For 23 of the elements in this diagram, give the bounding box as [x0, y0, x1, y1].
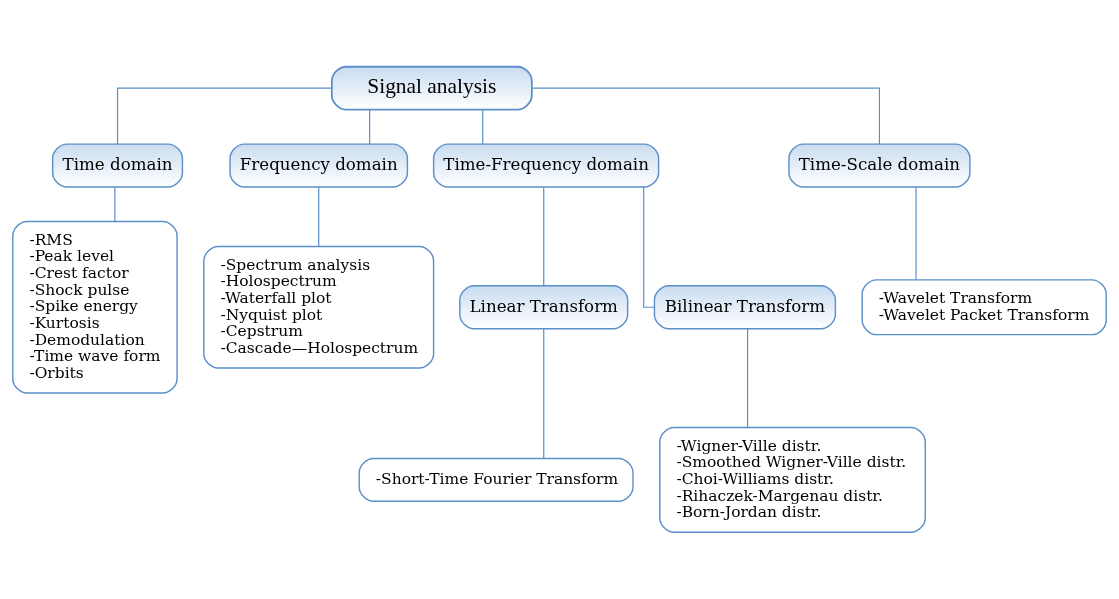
connector — [915, 186, 917, 281]
connector — [747, 328, 749, 428]
connector — [318, 186, 320, 247]
node-box: -Short-Time Fourier Transform — [358, 457, 634, 502]
node-box: Frequency domain — [229, 143, 409, 188]
node-box: -Wavelet Transform -Wavelet Packet Transform — [861, 279, 1107, 336]
node-box: Bilinear Transform — [653, 285, 837, 330]
node-box: Time-Frequency domain — [432, 143, 660, 188]
connector — [531, 87, 881, 145]
node-box: -Spectrum analysis -Holospectrum -Waterfall plot -Nyquist plot -Cepstrum -Cascade—Holospectrum — [203, 245, 435, 369]
node-box: Linear Transform — [459, 285, 629, 330]
node-box: -Wigner-Ville distr. -Smoothed Wigner-Ville distr. -Choi-Williams distr. -Rihaczek-Margenau distr. -Born-Jordan distr. — [659, 426, 926, 533]
connector — [482, 109, 484, 145]
node-box: Time-Scale domain — [788, 143, 971, 188]
node-box: -RMS -Peak level -Crest factor -Shock pulse -Spike energy -Kurtosis -Demodulation -Time wave form -Orbits — [12, 220, 178, 394]
connector — [543, 328, 545, 459]
connector — [643, 186, 655, 308]
connector — [543, 186, 545, 287]
connector — [116, 87, 333, 145]
connector — [114, 186, 116, 222]
node-box: Signal analysis — [330, 65, 533, 111]
connector — [369, 109, 371, 145]
node-box: Time domain — [51, 143, 184, 188]
